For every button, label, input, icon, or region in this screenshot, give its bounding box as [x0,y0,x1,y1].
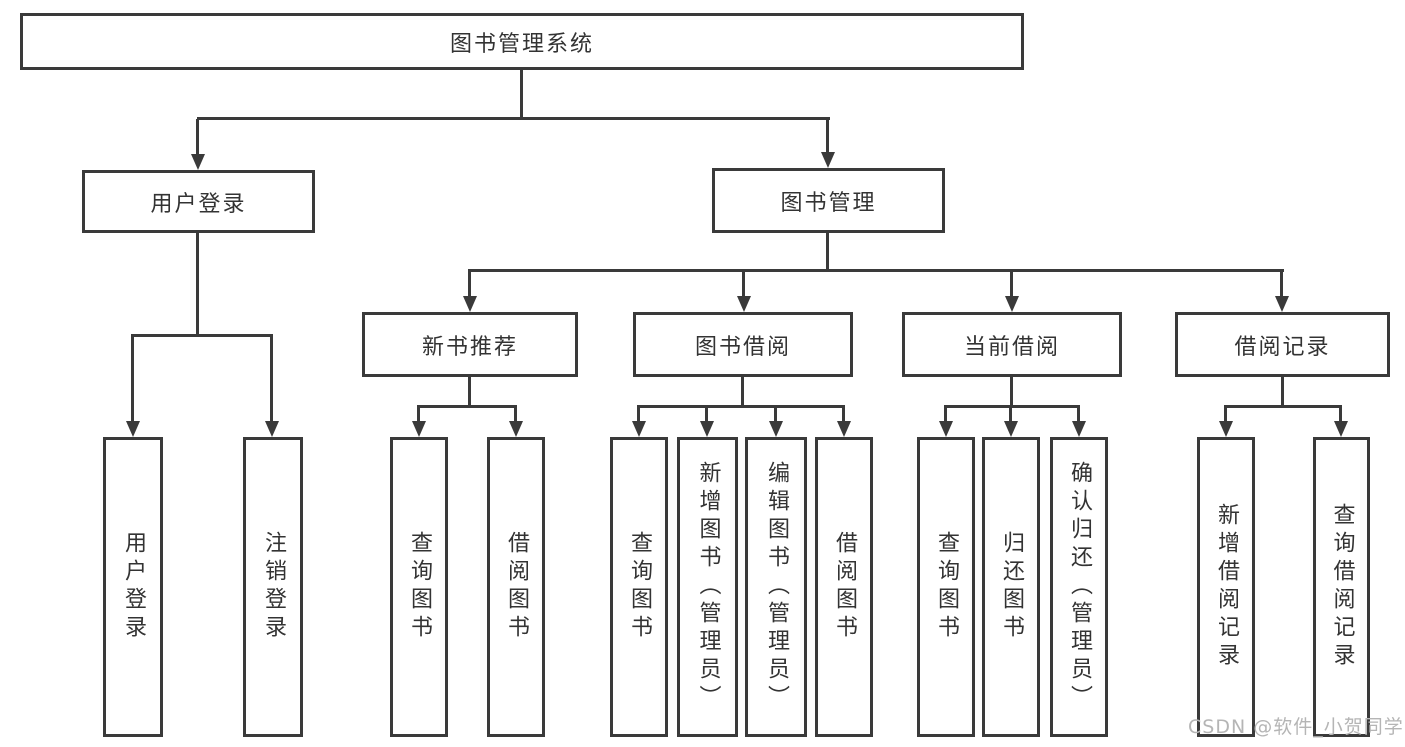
node-user-login: 用户登录 [82,170,315,233]
arrowhead-icon [191,154,205,170]
connector-line [1281,377,1284,408]
connector-line [417,406,420,421]
node-label: 图书管理系统 [449,31,594,57]
connector-line [1009,406,1012,421]
node-label: 借阅图书 [504,531,529,643]
connector-line [1077,406,1080,421]
node-edit-book-admin: 编辑图书（管理员） [745,437,807,737]
connector-line [1280,270,1283,296]
node-label: 查询图书 [627,531,652,643]
connector-line [1339,406,1342,421]
node-label: 用户登录 [121,531,146,643]
connector-line [944,406,947,421]
node-book-borrowing: 图书借阅 [633,312,853,377]
connector-line [197,117,830,120]
node-add-book-admin: 新增图书（管理员） [677,437,738,737]
connector-line [468,377,471,408]
node-query-borrow-record: 查询借阅记录 [1313,437,1370,737]
node-new-book-recommendation: 新书推荐 [362,312,578,377]
arrowhead-icon [1072,421,1086,437]
connector-line [826,119,829,152]
connector-line [468,270,471,296]
node-label: 确认归还（管理员） [1067,461,1092,713]
arrowhead-icon [1334,421,1348,437]
connector-line [637,405,845,408]
arrowhead-icon [769,421,783,437]
node-label: 编辑图书（管理员） [764,461,789,713]
node-label: 当前借阅 [963,334,1060,360]
arrowhead-icon [265,421,279,437]
node-logout: 注销登录 [243,437,303,737]
node-label: 用户登录 [150,191,247,217]
node-add-borrow-record: 新增借阅记录 [1197,437,1255,737]
connector-line [196,233,199,337]
connector-line [131,334,273,337]
node-label: 查询图书 [407,531,432,643]
node-library-management-system: 图书管理系统 [20,13,1024,70]
arrowhead-icon [737,296,751,312]
arrowhead-icon [1004,421,1018,437]
arrowhead-icon [632,421,646,437]
connector-line [196,119,199,154]
node-label: 新增图书（管理员） [695,461,721,713]
node-label: 借阅图书 [832,531,857,643]
arrowhead-icon [509,421,523,437]
connector-line [520,70,523,120]
connector-line [417,405,517,408]
connector-line [1010,377,1013,408]
node-label: 新增借阅记录 [1214,503,1239,671]
connector-line [131,335,134,421]
node-confirm-return-admin: 确认归还（管理员） [1050,437,1108,737]
arrowhead-icon [939,421,953,437]
connector-line [468,269,1284,272]
connector-line [826,233,829,272]
node-label: 查询借阅记录 [1329,503,1355,671]
watermark: CSDN @软件_小贺同学 [1188,716,1404,738]
node-book-management: 图书管理 [712,168,945,233]
connector-line [270,335,273,421]
arrowhead-icon [1219,421,1233,437]
node-label: 注销登录 [261,531,286,643]
arrowhead-icon [821,152,835,168]
connector-line [637,406,640,421]
node-borrow-books-leaf: 借阅图书 [815,437,873,737]
arrowhead-icon [700,421,714,437]
node-borrow-books-recommend: 借阅图书 [487,437,545,737]
arrowhead-icon [837,421,851,437]
connector-line [1224,405,1342,408]
node-query-books-current: 查询图书 [917,437,975,737]
node-current-borrowing: 当前借阅 [902,312,1122,377]
node-return-book: 归还图书 [982,437,1040,737]
connector-line [514,406,517,421]
connector-line [742,270,745,296]
arrowhead-icon [1275,296,1289,312]
node-query-books-borrowing: 查询图书 [610,437,668,737]
node-label: 归还图书 [999,531,1024,643]
node-label: 图书借阅 [694,334,791,360]
node-label: 查询图书 [934,531,959,643]
connector-line [944,405,1080,408]
connector-line [842,406,845,421]
arrowhead-icon [126,421,140,437]
node-label: 图书管理 [780,190,877,216]
connector-line [774,406,777,421]
connector-line [1010,270,1013,296]
arrowhead-icon [412,421,426,437]
connector-line [705,406,708,421]
node-label: 借阅记录 [1234,334,1331,360]
arrowhead-icon [1005,296,1019,312]
node-user-login-leaf: 用户登录 [103,437,163,737]
node-label: 新书推荐 [421,334,518,360]
arrowhead-icon [463,296,477,312]
node-query-books-recommend: 查询图书 [390,437,448,737]
connector-line [1224,406,1227,421]
connector-line [741,377,744,408]
node-borrowing-records: 借阅记录 [1175,312,1390,377]
